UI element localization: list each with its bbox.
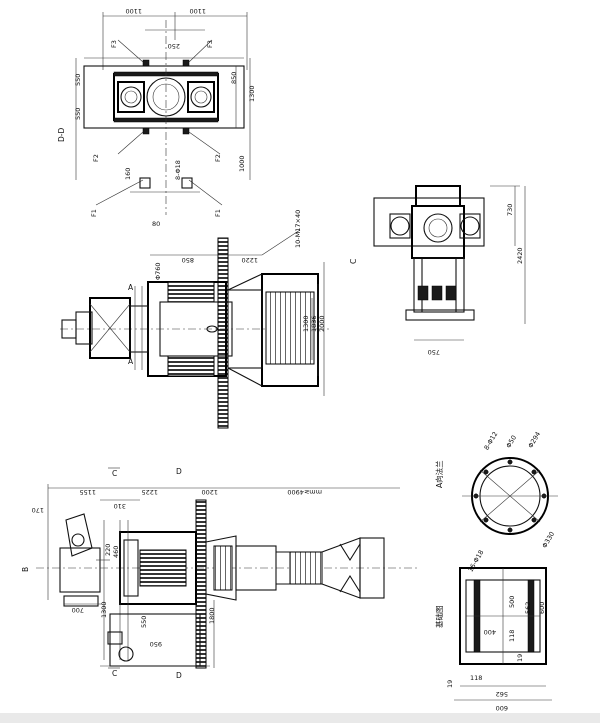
dim-1836: 1836 [310,315,318,332]
dim-160: 160 [124,168,132,180]
dim-4900: mm≥4900 [287,488,322,496]
base-bottom-600: 600 [496,704,508,712]
dim-1220: 1220 [241,256,258,264]
label-f2-right: F2 [214,154,222,162]
arrow-a-top: A [128,283,134,292]
holes-8-18: 8-Φ18 [174,160,182,180]
bottom-gray-band [0,713,600,723]
dim-950: 950 [150,640,162,648]
base-bottom-562: 562 [496,690,508,698]
flange-a-title: A向法兰 [434,460,444,488]
dim-2420: 2420 [516,247,524,264]
dim-1300-main: 1300 [302,315,310,332]
label-f3-left: F3 [110,40,118,48]
bottom-side-view: C D C D B 1155 1225 1200 mm≥4900 310 170… [21,467,420,680]
plan-outer-frame [83,65,245,129]
dim-1300-right: 1300 [248,85,256,102]
label-f3-right: F3 [206,40,214,48]
base-lbl-118: 118 [470,674,482,682]
dim-top-left: 1100 [125,7,142,15]
marker-c: C [349,259,358,264]
arrow-a-bottom: A [128,357,134,366]
label-f2-left: F2 [92,154,100,162]
dim-310: 310 [114,502,126,510]
dim-1300-bottom: 1300 [100,601,108,618]
dim-80: 80 [152,220,160,228]
dim-730: 730 [506,204,514,216]
dim-220: 220 [104,544,112,556]
dim-1155: 1155 [79,488,96,496]
section-c-bottom: C [112,669,117,678]
base-dim-562: 562 [524,602,532,614]
dim-550-bottom: 550 [140,616,148,628]
dim-1225: 1225 [141,488,158,496]
dim-850-main: 850 [182,256,194,264]
section-marker-dd: D-D [57,128,66,142]
dim-1000: 1000 [238,155,246,172]
dim-1800: 1800 [208,607,216,624]
label-f1-left: F1 [90,209,98,217]
section-d-bottom: D [176,671,182,680]
base-view: 基础图 16-Φ18 500 400 562 600 118 19 562 60… [434,549,552,712]
label-f1-right: F1 [214,209,222,217]
base-title: 基础图 [434,606,444,629]
dim-1200: 1200 [201,488,218,496]
section-c-top: C [112,469,117,478]
dim-460: 460 [112,546,120,558]
dim-250: 250 [168,42,180,50]
section-b: B [21,567,30,572]
dim-550-right: 550 [74,108,82,120]
base-dim-500: 500 [508,596,516,608]
base-left-19: 19 [446,680,454,688]
top-plan-view: 1100 1100 250 F3 [57,7,256,228]
dim-550-left: 550 [74,74,82,86]
dim-700: 700 [72,606,84,614]
dim-850: 850 [230,72,238,84]
base-dim-600: 600 [538,602,546,614]
dim-top-right: 1100 [189,7,206,15]
bolt-note: 10-M17×40 [294,210,302,248]
bottom-wall [195,499,207,669]
dim-2000: 2000 [318,315,326,332]
dim-170: 170 [32,506,44,514]
main-elevation-view: 850 1220 10-M17×40 Φ760 1300 1836 [60,210,330,429]
base-dim-118: 118 [508,630,516,642]
base-dim-19: 19 [516,654,524,662]
section-d-top: D [176,467,182,476]
base-dim-400: 400 [484,628,496,636]
dim-750: 750 [428,348,440,356]
flange-760: Φ760 [154,262,162,280]
end-view: C 730 2420 750 [349,185,526,356]
